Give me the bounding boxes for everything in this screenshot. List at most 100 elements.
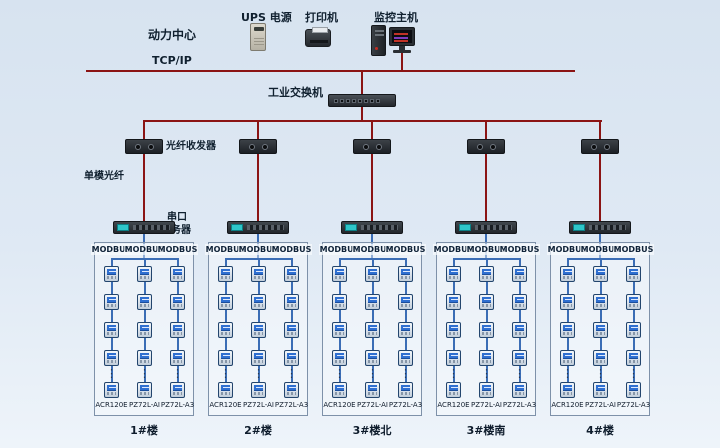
energy-meter-icon bbox=[284, 322, 299, 338]
energy-meter-icon bbox=[365, 266, 380, 282]
group-label: 2#楼 bbox=[244, 424, 272, 437]
modbus-label: MODBUS bbox=[546, 244, 589, 255]
modbus-column: MODBUS ⋮ PZ72L-A3 bbox=[270, 243, 313, 415]
meter-model-label: PZ72L-A3 bbox=[388, 401, 423, 409]
ellipsis-icon: ⋮ bbox=[367, 367, 378, 380]
energy-meter-icon bbox=[626, 322, 641, 338]
energy-meter-icon bbox=[398, 322, 413, 338]
energy-meter-icon bbox=[365, 322, 380, 338]
energy-meter-icon bbox=[560, 322, 575, 338]
energy-meter-icon bbox=[284, 350, 299, 366]
energy-meter-icon bbox=[512, 294, 527, 310]
energy-meter-icon bbox=[479, 294, 494, 310]
modbus-column: MODBUS ⋮ ACR120E bbox=[90, 243, 133, 415]
energy-meter-icon bbox=[137, 350, 152, 366]
switch-uplink-line bbox=[361, 72, 363, 94]
single-mode-fiber-line bbox=[485, 154, 487, 221]
serial-server-icon bbox=[569, 221, 631, 234]
last-meter-slot bbox=[104, 382, 119, 398]
meter-model-label: PZ72L-A3 bbox=[274, 401, 309, 409]
modbus-column: MODBUS ⋮ PZ72L-A3 bbox=[612, 243, 655, 415]
last-meter-slot bbox=[560, 382, 575, 398]
energy-meter-icon bbox=[251, 294, 266, 310]
building-branch: MODBUS ⋮ ACR120E MODBUS ⋮ PZ72L-AI MODBU… bbox=[204, 121, 313, 445]
group-label: 1#楼 bbox=[130, 424, 158, 437]
energy-meter-icon bbox=[332, 350, 347, 366]
last-meter-slot bbox=[170, 382, 185, 398]
meter-group-box: MODBUS ⋮ ACR120E MODBUS ⋮ PZ72L-AI MODBU… bbox=[432, 242, 541, 416]
monitor-stand bbox=[399, 46, 405, 50]
modbus-label: MODBUS bbox=[270, 244, 313, 255]
meter-group-box: MODBUS ⋮ ACR120E MODBUS ⋮ PZ72L-AI MODBU… bbox=[318, 242, 427, 416]
energy-meter-icon bbox=[137, 382, 152, 398]
fiber-transceiver-icon bbox=[467, 139, 505, 154]
meter-stack bbox=[626, 266, 641, 366]
host-monitor-icon bbox=[389, 27, 415, 46]
energy-meter-icon bbox=[218, 266, 233, 282]
last-meter-slot bbox=[284, 382, 299, 398]
meter-stack bbox=[170, 266, 185, 366]
energy-meter-icon bbox=[512, 322, 527, 338]
ellipsis-icon: ⋮ bbox=[481, 367, 492, 380]
modbus-column: MODBUS ⋮ ACR120E bbox=[318, 243, 361, 415]
ellipsis-icon: ⋮ bbox=[400, 367, 411, 380]
switch-label: 工业交换机 bbox=[268, 86, 323, 99]
printer-label: 打印机 bbox=[305, 11, 338, 24]
modbus-column: MODBUS ⋮ PZ72L-A3 bbox=[384, 243, 427, 415]
meter-model-label: ACR120E bbox=[323, 401, 356, 409]
modbus-column: MODBUS ⋮ PZ72L-AI bbox=[237, 243, 280, 415]
branch-drop-line bbox=[143, 121, 145, 140]
industrial-switch-icon bbox=[328, 94, 396, 107]
single-mode-fiber-line bbox=[371, 154, 373, 221]
energy-meter-icon bbox=[593, 294, 608, 310]
meter-model-label: ACR120E bbox=[437, 401, 470, 409]
last-meter-slot bbox=[512, 382, 527, 398]
modbus-column: MODBUS ⋮ ACR120E bbox=[432, 243, 475, 415]
meter-model-label: PZ72L-A3 bbox=[502, 401, 537, 409]
fiber-annotation: 单模光纤 bbox=[84, 171, 124, 182]
energy-meter-icon bbox=[512, 350, 527, 366]
ellipsis-icon: ⋮ bbox=[253, 367, 264, 380]
single-mode-fiber-line bbox=[257, 154, 259, 221]
meter-stack bbox=[479, 266, 494, 366]
building-branch: MODBUS ⋮ ACR120E MODBUS ⋮ PZ72L-AI MODBU… bbox=[546, 121, 655, 445]
energy-meter-icon bbox=[479, 322, 494, 338]
single-mode-fiber-line bbox=[599, 154, 601, 221]
energy-meter-icon bbox=[626, 266, 641, 282]
modbus-label: MODBUS bbox=[156, 244, 199, 255]
fiber-transceiver-icon bbox=[581, 139, 619, 154]
energy-meter-icon bbox=[446, 350, 461, 366]
energy-meter-icon bbox=[104, 294, 119, 310]
modbus-label: MODBUS bbox=[123, 244, 166, 255]
energy-meter-icon bbox=[398, 266, 413, 282]
ellipsis-icon: ⋮ bbox=[595, 367, 606, 380]
energy-meter-icon bbox=[218, 350, 233, 366]
meter-stack bbox=[560, 266, 575, 366]
meter-stack bbox=[251, 266, 266, 366]
modbus-label: MODBUS bbox=[432, 244, 475, 255]
energy-meter-icon bbox=[593, 322, 608, 338]
energy-meter-icon bbox=[104, 322, 119, 338]
ellipsis-icon: ⋮ bbox=[286, 367, 297, 380]
serial-server-icon bbox=[455, 221, 517, 234]
monitor-base bbox=[393, 50, 411, 53]
last-meter-slot bbox=[137, 382, 152, 398]
building-branch: MODBUS ⋮ ACR120E MODBUS ⋮ PZ72L-AI MODBU… bbox=[90, 121, 199, 445]
energy-meter-icon bbox=[446, 294, 461, 310]
group-label: 3#楼北 bbox=[352, 424, 392, 437]
meter-model-label: PZ72L-AI bbox=[243, 401, 274, 409]
energy-meter-icon bbox=[332, 322, 347, 338]
branch-drop-line bbox=[371, 121, 373, 140]
modbus-label: MODBUS bbox=[384, 244, 427, 255]
last-meter-slot bbox=[218, 382, 233, 398]
modbus-column: MODBUS ⋮ PZ72L-AI bbox=[579, 243, 622, 415]
energy-meter-icon bbox=[251, 350, 266, 366]
meter-group-box: MODBUS ⋮ ACR120E MODBUS ⋮ PZ72L-AI MODBU… bbox=[546, 242, 655, 416]
serial-server-icon bbox=[341, 221, 403, 234]
last-meter-slot bbox=[332, 382, 347, 398]
branch-drop-line bbox=[485, 121, 487, 140]
energy-meter-icon bbox=[560, 294, 575, 310]
modbus-column: MODBUS ⋮ PZ72L-AI bbox=[123, 243, 166, 415]
energy-meter-icon bbox=[104, 350, 119, 366]
serial-server-annotation-line1: 串口 bbox=[167, 212, 187, 223]
